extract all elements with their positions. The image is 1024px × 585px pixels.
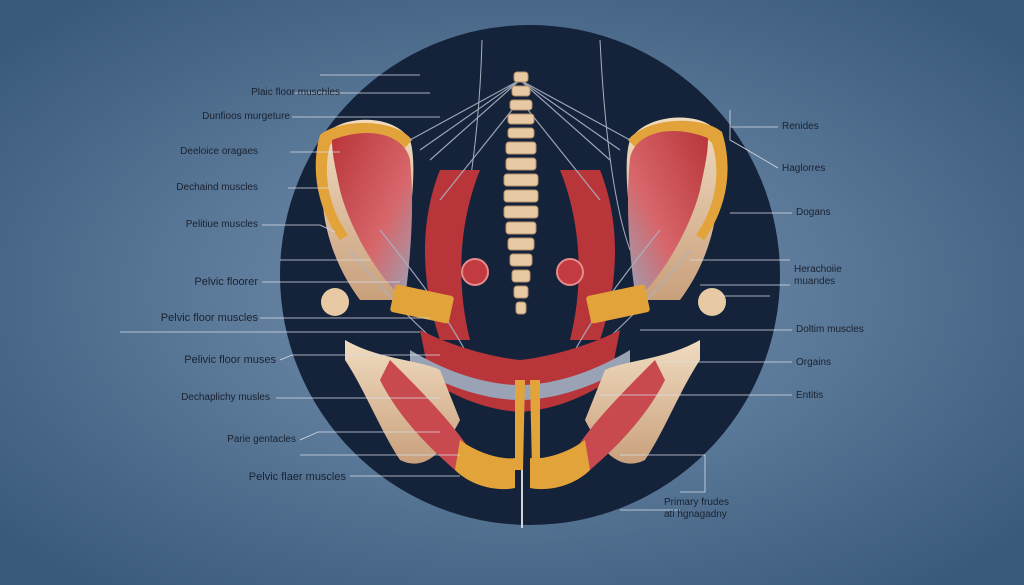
left-round-muscle (462, 259, 488, 285)
label-left-10: Parie gentacles (146, 434, 296, 446)
right-hip-joint (698, 288, 726, 316)
label-left-2: Dunfioos murgeture (140, 111, 290, 123)
label-right-3: Dogans (796, 207, 896, 219)
label-right-6: Orgains (796, 357, 896, 369)
label-left-7: Pelvic floor muscles (108, 312, 258, 324)
label-left-1: Plaic floor muschles (190, 87, 340, 99)
label-right-2: Haglorres (782, 163, 882, 175)
label-left-3: Deeloice oragaes (108, 146, 258, 158)
label-right-1: Renides (782, 121, 882, 133)
label-left-9: Dechaplichy musles (120, 392, 270, 404)
label-left-8: Pelivic floor muses (126, 354, 276, 366)
left-hip-joint (321, 288, 349, 316)
label-right-5: Doltim muscles (796, 324, 916, 336)
label-left-11: Pelvic flaer muscles (196, 471, 346, 483)
label-right-7: Entitis (796, 390, 896, 402)
label-left-6: Pelvic floorer (108, 276, 258, 288)
label-left-5: Pelitiue muscles (108, 219, 258, 231)
right-round-muscle (557, 259, 583, 285)
label-right-8: Primary frudes ati hgnagadny (664, 497, 794, 521)
label-left-4: Dechaind muscles (108, 182, 258, 194)
label-right-4: Herachoiie muandes (794, 264, 914, 288)
